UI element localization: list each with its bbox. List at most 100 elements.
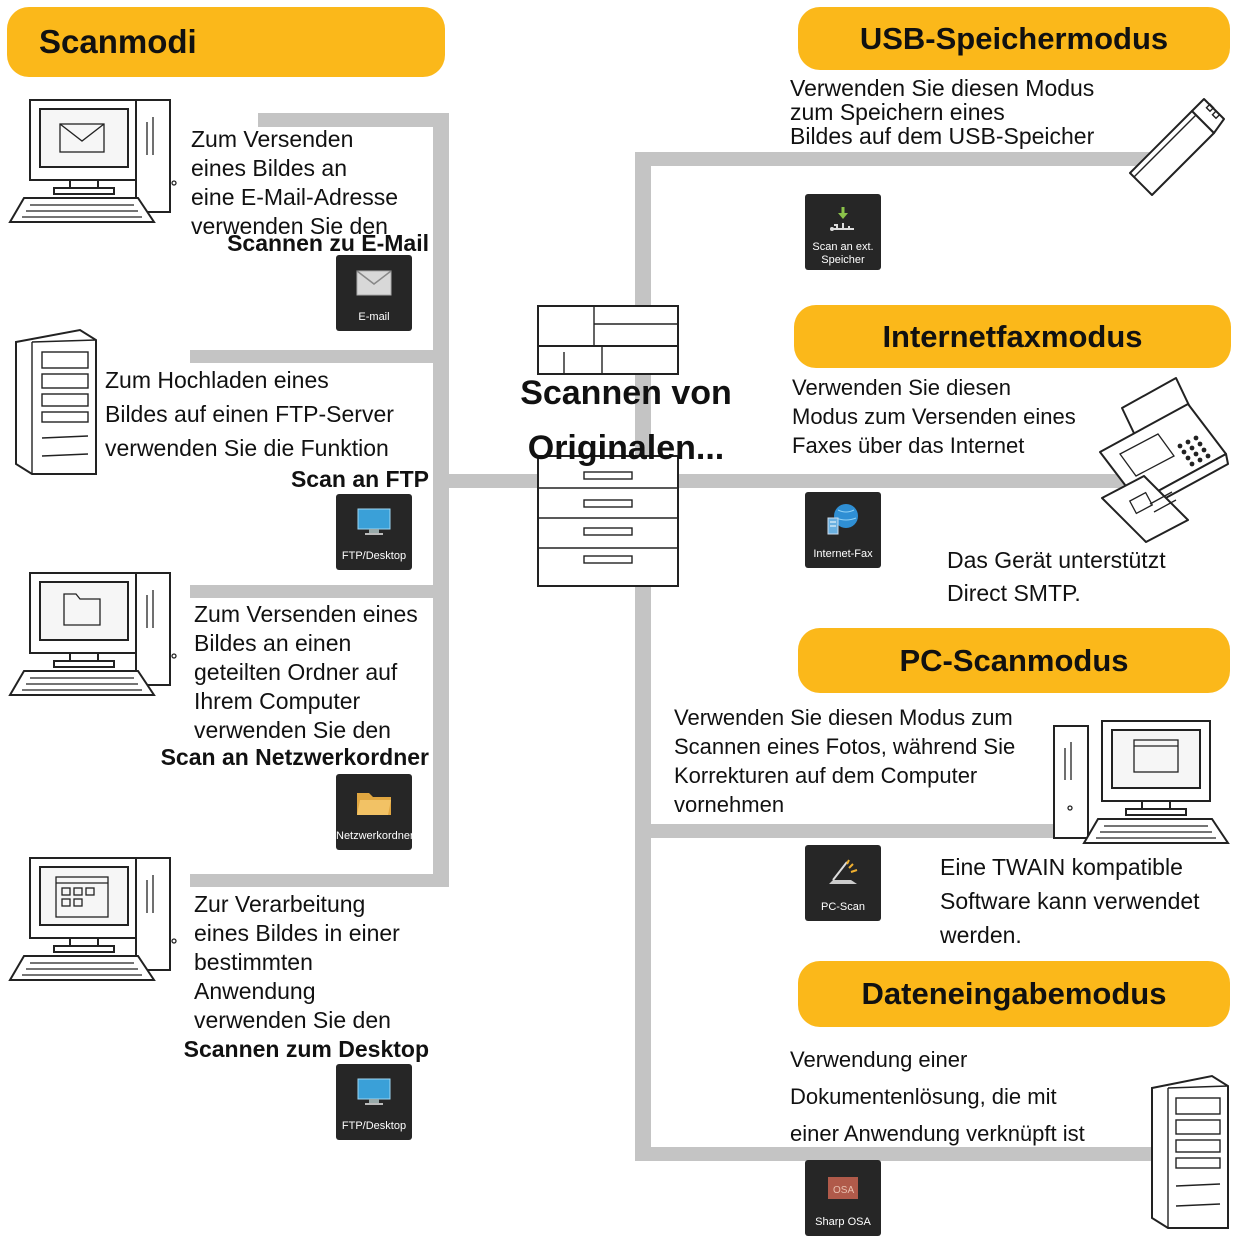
datainput-tile-label: Sharp OSA bbox=[815, 1216, 871, 1228]
pc-scan-computer-icon bbox=[1053, 720, 1230, 844]
folder-description: Zum Versenden eines Bildes an einen gete… bbox=[194, 600, 418, 745]
svg-text:OSA: OSA bbox=[833, 1185, 854, 1196]
monitor-icon bbox=[357, 1078, 391, 1105]
usb-tile[interactable]: Scan an ext.Speicher bbox=[805, 194, 881, 270]
usb-mode-title: USB-Speichermodus bbox=[859, 20, 1169, 56]
folder-desc-line: verwenden Sie den bbox=[194, 717, 391, 743]
ifax-note-line: Das Gerät unterstützt bbox=[947, 547, 1166, 573]
sharp-osa-icon: OSA bbox=[828, 1177, 858, 1199]
ftp-mode-name: Scan an FTP bbox=[291, 465, 429, 494]
ifax-description: Verwenden Sie diesen Modus zum Versenden… bbox=[792, 373, 1076, 460]
desktop-tile[interactable]: FTP/Desktop bbox=[336, 1064, 412, 1140]
email-desc-line: eine E-Mail-Adresse bbox=[191, 184, 399, 210]
pc-scan-icon bbox=[829, 859, 858, 884]
datainput-tile[interactable]: OSA Sharp OSA bbox=[805, 1160, 881, 1236]
ftp-desc-line: verwenden Sie die Funktion bbox=[105, 435, 389, 461]
ifax-mode-title: Internetfaxmodus bbox=[882, 318, 1143, 354]
datainput-desc-line: einer Anwendung verknüpft ist bbox=[790, 1121, 1085, 1146]
ftp-tile[interactable]: FTP/Desktop bbox=[336, 494, 412, 570]
fax-machine-icon bbox=[1099, 377, 1229, 543]
usb-desc-line: Bildes auf dem USB-Speicher bbox=[790, 123, 1095, 149]
usb-desc-line: zum Speichern eines bbox=[790, 99, 1005, 125]
folder-mode-name: Scan an Netzwerkordner bbox=[161, 743, 429, 772]
ftp-tile-label: FTP/Desktop bbox=[341, 550, 407, 562]
ftp-description: Zum Hochladen eines Bildes auf einen FTP… bbox=[105, 363, 394, 465]
desktop-desc-line: Zur Verarbeitung bbox=[194, 891, 366, 917]
folder-tile[interactable]: Netzwerkordner bbox=[336, 774, 412, 850]
pcscan-note-line: Eine TWAIN kompatible bbox=[940, 854, 1183, 880]
folder-icon bbox=[357, 793, 391, 815]
email-mode-label: Scannen zu E-Mail bbox=[227, 230, 429, 256]
ifax-desc-line: Modus zum Versenden eines bbox=[792, 404, 1076, 429]
pcscan-mode-title: PC-Scanmodus bbox=[899, 642, 1129, 678]
desktop-tile-label: FTP/Desktop bbox=[341, 1120, 407, 1132]
desktop-desc-line: Anwendung bbox=[194, 978, 316, 1004]
pcscan-desc-line: Verwenden Sie diesen Modus zum bbox=[674, 705, 1013, 730]
datainput-mode-header: Dateneingabemodus bbox=[798, 961, 1230, 1027]
folder-desc-line: Zum Versenden eines bbox=[194, 601, 418, 627]
pcscan-desc-line: Korrekturen auf dem Computer bbox=[674, 763, 978, 788]
desktop-desc-line: verwenden Sie den bbox=[194, 1007, 391, 1033]
folder-desc-line: geteilten Ordner auf bbox=[194, 659, 398, 685]
pc-folder-icon bbox=[8, 572, 177, 696]
scan-modes-header: Scanmodi bbox=[7, 7, 445, 77]
pcscan-desc-line: Scannen eines Fotos, während Sie bbox=[674, 734, 1016, 759]
connector-center-right bbox=[676, 474, 1136, 488]
email-desc-line: verwenden Sie den bbox=[191, 213, 388, 239]
datainput-desc-line: Verwendung einer bbox=[790, 1047, 968, 1072]
pcscan-tile[interactable]: PC-Scan bbox=[805, 845, 881, 921]
pcscan-note-line: Software kann verwendet bbox=[940, 888, 1200, 914]
server-icon bbox=[1151, 1074, 1229, 1229]
server-ftp-icon bbox=[15, 328, 97, 475]
connector-right-usb bbox=[635, 152, 1150, 166]
pc-email-icon bbox=[8, 99, 177, 223]
ifax-note: Das Gerät unterstützt Direct SMTP. bbox=[947, 544, 1166, 610]
email-description: Zum Versenden eines Bildes an eine E-Mai… bbox=[191, 125, 398, 241]
ifax-tile[interactable]: Internet-Fax bbox=[805, 492, 881, 568]
ftp-desc-line: Zum Hochladen eines bbox=[105, 367, 329, 393]
scan-modes-title: Scanmodi bbox=[39, 23, 197, 60]
pcscan-desc-line: vornehmen bbox=[674, 792, 785, 817]
usb-icon bbox=[830, 207, 854, 231]
ifax-note-line: Direct SMTP. bbox=[947, 580, 1081, 606]
usb-tile-label-line1: Scan an ext. bbox=[812, 241, 874, 253]
ftp-desc-line: Bildes auf einen FTP-Server bbox=[105, 401, 394, 427]
pcscan-tile-label: PC-Scan bbox=[820, 901, 866, 913]
connector-left-vertical bbox=[433, 113, 449, 887]
usb-desc-line: Verwenden Sie diesen Modus bbox=[790, 75, 1095, 101]
center-title: Scannen von Originalen... bbox=[496, 366, 756, 476]
pcscan-note-line: werden. bbox=[940, 922, 1022, 948]
desktop-desc-line: bestimmten bbox=[194, 949, 313, 975]
usb-tile-label: Scan an ext.Speicher bbox=[805, 241, 881, 267]
connector-right-data bbox=[635, 1147, 1155, 1161]
desktop-mode-name: Scannen zum Desktop bbox=[184, 1035, 429, 1064]
pcscan-description: Verwenden Sie diesen Modus zum Scannen e… bbox=[674, 703, 1015, 819]
envelope-icon bbox=[356, 270, 392, 296]
usb-tile-label-line2: Speicher bbox=[821, 254, 865, 266]
center-title-line1: Scannen von bbox=[520, 374, 732, 412]
datainput-desc-line: Dokumentenlösung, die mit bbox=[790, 1084, 1057, 1109]
copier-icon bbox=[537, 305, 679, 587]
internet-fax-icon bbox=[827, 504, 858, 535]
email-mode-name: Scannen zu E-Mail bbox=[227, 229, 429, 258]
desktop-desc-line: eines Bildes in einer bbox=[194, 920, 400, 946]
email-tile-label: E-mail bbox=[358, 311, 390, 323]
ifax-desc-line: Faxes über das Internet bbox=[792, 433, 1025, 458]
folder-mode-label: Scan an Netzwerkordner bbox=[160, 744, 429, 770]
usb-description: Verwenden Sie diesen Modus zum Speichern… bbox=[790, 76, 1094, 148]
desktop-mode-label: Scannen zum Desktop bbox=[183, 1036, 429, 1062]
connector-left-email bbox=[190, 350, 449, 363]
email-desc-line: eines Bildes an bbox=[191, 155, 347, 181]
center-title-line2: Originalen... bbox=[527, 429, 725, 467]
pcscan-note: Eine TWAIN kompatible Software kann verw… bbox=[940, 850, 1200, 952]
monitor-icon bbox=[357, 508, 391, 535]
datainput-mode-title: Dateneingabemodus bbox=[861, 976, 1167, 1011]
ifax-tile-label: Internet-Fax bbox=[813, 548, 873, 560]
folder-tile-label: Netzwerkordner bbox=[336, 830, 412, 842]
connector-left-top bbox=[258, 113, 449, 127]
connector-right-vertical bbox=[635, 152, 651, 1160]
email-desc-line: Zum Versenden bbox=[191, 126, 354, 152]
pc-desktop-icon bbox=[8, 857, 177, 981]
usb-mode-header: USB-Speichermodus bbox=[798, 7, 1230, 70]
email-tile[interactable]: E-mail bbox=[336, 255, 412, 331]
